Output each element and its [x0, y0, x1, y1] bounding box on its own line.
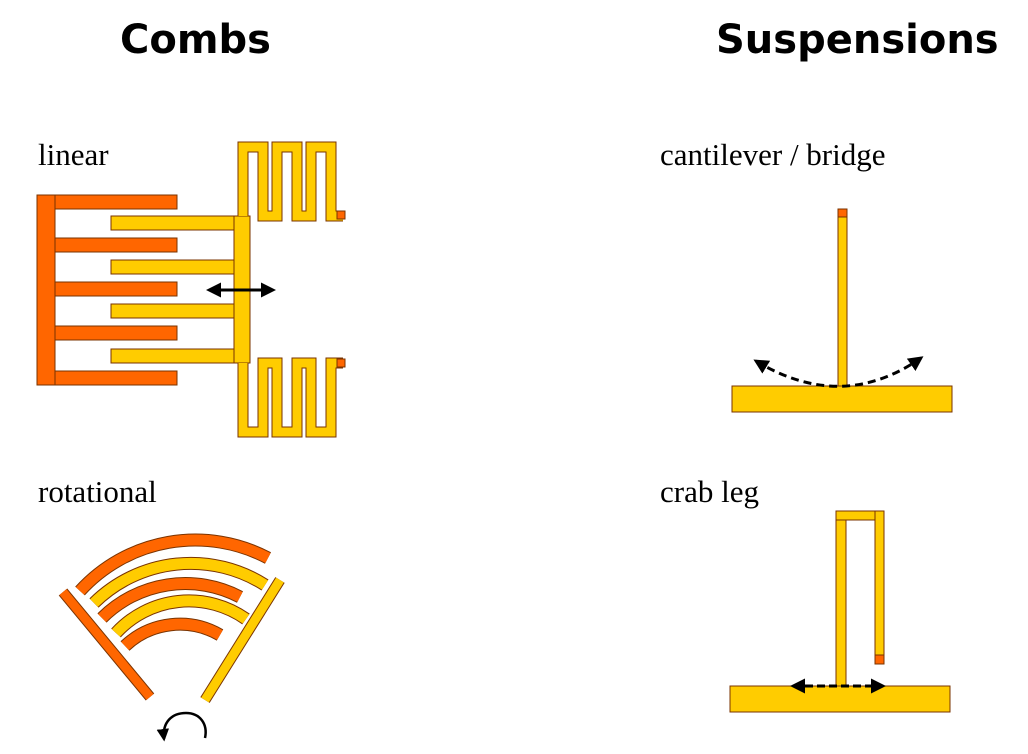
anchor — [874, 654, 885, 665]
anchor — [837, 208, 848, 218]
moving-rotor-comb — [89, 556, 285, 703]
label-linear: linear — [38, 137, 109, 172]
cantilever-beam — [837, 215, 848, 387]
cantilever-suspension — [731, 208, 953, 413]
serpentine-spring-top — [237, 141, 346, 222]
heading-suspensions: Suspensions — [716, 17, 999, 63]
fixed-rotor-comb — [58, 533, 272, 701]
curved-arrow-icon — [156, 711, 207, 742]
label-crab-leg: crab leg — [660, 474, 759, 509]
crab-leg-vertical-right — [874, 510, 885, 656]
label-rotational: rotational — [38, 474, 157, 509]
linear-comb — [36, 141, 346, 438]
substrate — [731, 385, 953, 413]
crab-leg-suspension — [729, 510, 951, 713]
crab-leg-vertical-left — [835, 510, 847, 687]
heading-combs: Combs — [120, 17, 271, 63]
substrate — [729, 685, 951, 713]
label-cantilever-bridge: cantilever / bridge — [660, 137, 886, 172]
fixed-comb — [36, 194, 178, 386]
serpentine-spring-bottom — [237, 357, 346, 438]
rotational-comb — [58, 533, 285, 703]
